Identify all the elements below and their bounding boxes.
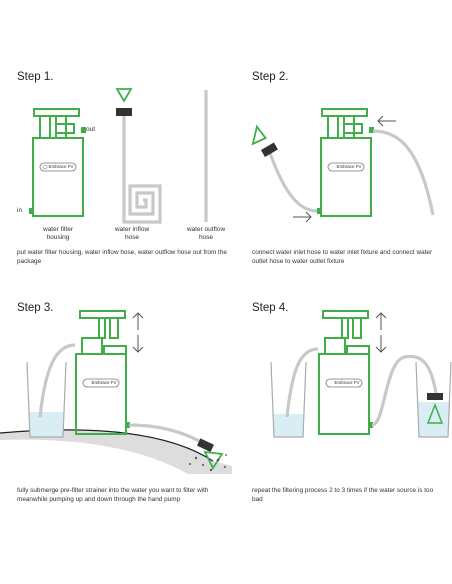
step4-target-glass	[415, 361, 452, 438]
step4-title: Step 4.	[252, 302, 289, 314]
strainer-icon	[251, 124, 267, 146]
brand-label: Embrace FV	[334, 380, 360, 385]
strainer-icon	[426, 402, 444, 424]
label-in: in	[17, 207, 23, 214]
ground	[0, 429, 232, 474]
strainer-icon	[115, 88, 133, 103]
step1-inflow-hose	[115, 88, 162, 224]
step3-inlet-hose	[38, 343, 76, 418]
step4-filter-pump	[318, 310, 373, 435]
arrow-up-icon	[375, 312, 387, 330]
step1-title: Step 1.	[17, 71, 54, 83]
brand-label: Embrace FV	[91, 380, 117, 385]
hose-clamp	[260, 142, 278, 157]
hose-clamp	[116, 108, 132, 116]
step2-title: Step 2.	[252, 71, 289, 83]
label-out: out	[86, 126, 96, 133]
step1-filter-housing	[29, 108, 86, 217]
step2-outlet-hose	[372, 129, 435, 216]
step4-source-glass	[270, 361, 307, 438]
brand-label: Embrace FV	[336, 164, 362, 169]
label-water-outflow-hose: water outflow hose	[186, 226, 226, 241]
step2-caption: connect water inlet hose to water inlet …	[252, 249, 433, 265]
arrow-up-icon	[132, 312, 144, 330]
brand-label: Embrace FV	[48, 164, 74, 169]
step2-inlet-hose	[268, 152, 318, 213]
hose-clamp	[427, 393, 443, 400]
step3-filter-pump	[75, 310, 130, 435]
step4-caption: repeat the filtering process 2 to 3 time…	[252, 487, 434, 503]
step4-outlet-hose	[371, 354, 438, 427]
label-water-inflow-hose: water inflow hose	[114, 226, 150, 241]
arrow-left-icon	[377, 115, 396, 127]
step3-water-glass	[26, 361, 67, 438]
arrow-down-icon	[375, 335, 387, 353]
arrow-down-icon	[132, 335, 144, 353]
step3-caption: fully submerge pre-filter strainer into …	[17, 487, 209, 503]
hose-clamp	[196, 438, 214, 453]
arrow-right-icon	[293, 211, 312, 223]
step2-filter-housing	[317, 108, 374, 217]
sediment	[189, 454, 227, 472]
step1-caption: put water filter housing, water inflow h…	[17, 249, 227, 265]
label-water-filter-housing: water filter housing	[43, 226, 73, 241]
step4-inlet-hose	[285, 347, 319, 418]
brand-logo-icon	[42, 164, 48, 170]
step3-title: Step 3.	[17, 302, 54, 314]
